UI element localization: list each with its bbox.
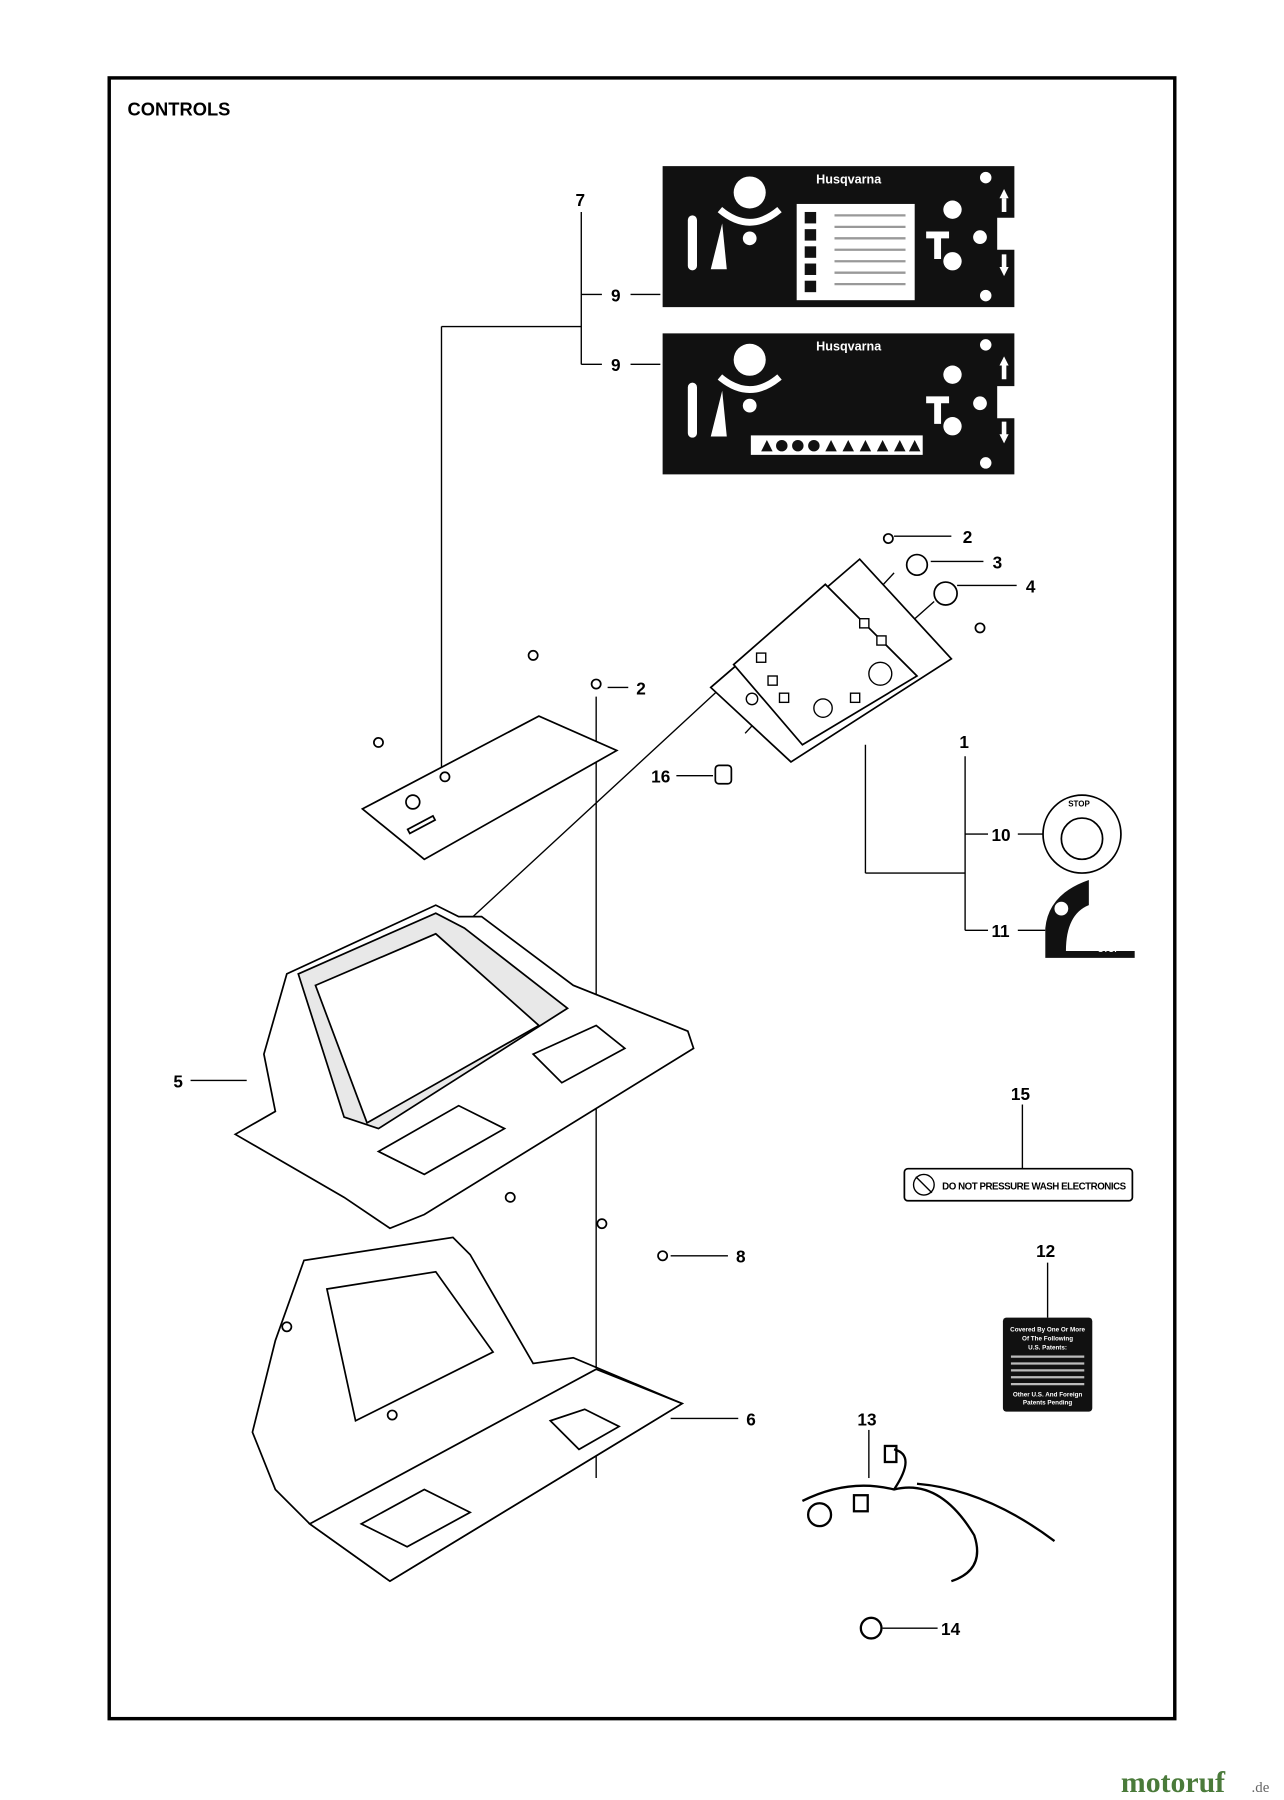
control-bezel-assembly: [709, 533, 986, 785]
callout-1: 1: [959, 732, 969, 752]
callout-9: 9: [611, 355, 621, 375]
control-panel-decal-top: Husqvarna: [662, 166, 1015, 308]
callout-2: 2: [636, 678, 646, 698]
wash-warning-decal: DO NOT PRESSURE WASH ELECTRONICS: [903, 1167, 1134, 1202]
hose-clamp: [859, 1616, 883, 1640]
diagram-frame: [107, 76, 1177, 1721]
callout-8: 8: [736, 1247, 746, 1267]
stop-text: STOP: [1068, 800, 1090, 809]
watermark: motoruf .de: [1121, 1766, 1270, 1799]
stop-text: STOP: [1098, 945, 1120, 954]
watermark-main: motoruf: [1121, 1766, 1226, 1799]
wash-warning-text: DO NOT PRESSURE WASH ELECTRONICS: [942, 1181, 1126, 1192]
callout-14: 14: [941, 1619, 961, 1639]
console-housing: [233, 904, 695, 1230]
callout-13: 13: [857, 1409, 876, 1429]
callout-11: 11: [991, 921, 1010, 941]
brand-logo: Husqvarna: [816, 172, 882, 186]
svg-text:Other U.S. And Foreign: Other U.S. And Foreign: [1013, 1392, 1083, 1399]
callout-6: 6: [746, 1409, 756, 1429]
callout-16: 16: [651, 767, 670, 787]
callout-labels: 7 9 9 2 3 4 2 16 1 10 11 5 15 12 8 6 13 …: [173, 190, 1055, 1639]
callout-3: 3: [993, 552, 1003, 572]
mounting-plate: [360, 649, 619, 861]
grommet-16: [714, 764, 733, 785]
callout-12: 12: [1036, 1241, 1055, 1261]
svg-text:Patents Pending: Patents Pending: [1023, 1400, 1072, 1407]
svg-text:Of The Following: Of The Following: [1022, 1336, 1073, 1343]
svg-text:Covered By One Or More: Covered By One Or More: [1010, 1326, 1085, 1333]
callout-15: 15: [1011, 1084, 1031, 1104]
stop-decal-11: STOP: [1045, 879, 1135, 958]
watermark-suffix: .de: [1252, 1780, 1270, 1796]
callout-10: 10: [991, 825, 1010, 845]
stop-decal-10: STOP: [1042, 794, 1122, 874]
console-bracket: [251, 1191, 685, 1583]
callout-5: 5: [173, 1071, 183, 1091]
callout-2: 2: [963, 527, 973, 547]
callout-9: 9: [611, 285, 621, 305]
diagram-title: CONTROLS: [128, 99, 231, 120]
wire-harness: [801, 1444, 1056, 1583]
patent-decal: Covered By One Or More Of The Following …: [1002, 1317, 1093, 1412]
svg-text:U.S. Patents:: U.S. Patents:: [1028, 1345, 1067, 1352]
callout-4: 4: [1026, 576, 1036, 596]
brand-logo: Husqvarna: [816, 340, 882, 354]
control-panel-decal-bottom: Husqvarna: [662, 333, 1015, 475]
callout-7: 7: [576, 190, 586, 210]
